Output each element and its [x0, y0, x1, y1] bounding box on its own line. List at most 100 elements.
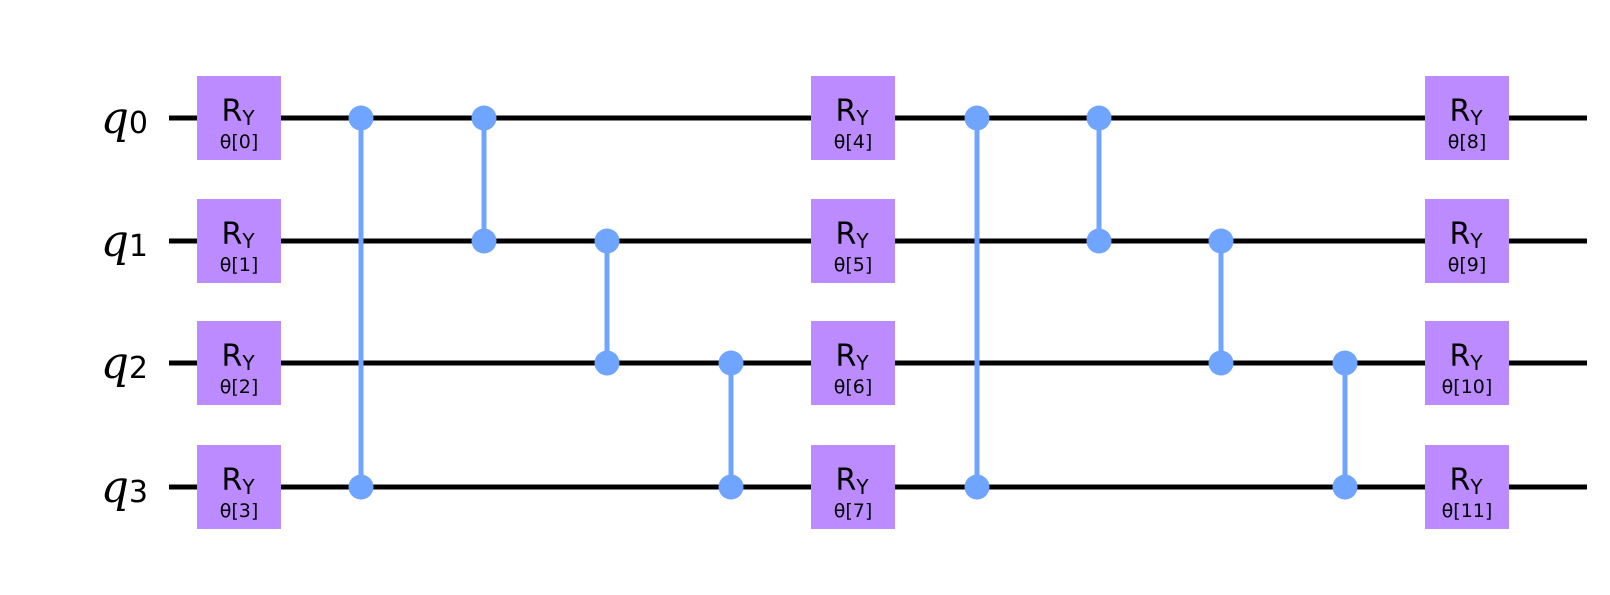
cz-control-dot	[1086, 105, 1112, 131]
cz-control-dot	[964, 474, 990, 500]
cz-control-dot	[1086, 228, 1112, 254]
gate-parameter: θ[3]	[220, 500, 259, 522]
gate-parameter: θ[0]	[220, 131, 259, 153]
qubit-wires	[169, 115, 1587, 490]
qubit-label-1: q1	[101, 216, 148, 267]
ry-gate-box	[811, 445, 895, 529]
gate-name: R	[221, 217, 242, 252]
ry-gate-box	[811, 199, 895, 283]
qubit-label-index: 3	[129, 475, 148, 510]
ry-gate-label: RY	[835, 339, 869, 375]
ry-gate-box	[1425, 76, 1509, 160]
ry-gate-label: RY	[1449, 339, 1483, 375]
cz-gate	[1208, 228, 1234, 376]
cz-gate	[964, 105, 990, 500]
ry-gate-box	[197, 321, 281, 405]
gate-name: R	[835, 339, 856, 374]
cz-control-dot	[471, 105, 497, 131]
gate-subscript: Y	[855, 106, 869, 130]
ry-gate: RYθ[1]	[197, 199, 281, 283]
controlled-z-gates	[348, 105, 1358, 500]
qubit-label-base: q	[101, 93, 129, 144]
ry-gate: RYθ[6]	[811, 321, 895, 405]
gate-parameter: θ[5]	[834, 254, 873, 276]
cz-control-dot	[348, 105, 374, 131]
cz-control-dot	[1208, 228, 1234, 254]
gate-parameter: θ[9]	[1448, 254, 1487, 276]
gate-name: R	[221, 94, 242, 129]
ry-gate: RYθ[5]	[811, 199, 895, 283]
gate-name: R	[835, 217, 856, 252]
ry-gate-box	[811, 321, 895, 405]
ry-gate: RYθ[11]	[1425, 445, 1509, 529]
cz-control-dot	[718, 474, 744, 500]
cz-control-dot	[718, 350, 744, 376]
qubit-label-base: q	[101, 462, 129, 513]
gate-subscript: Y	[241, 229, 255, 253]
ry-gate: RYθ[0]	[197, 76, 281, 160]
qubit-label-0: q0	[101, 93, 148, 144]
cz-control-dot	[471, 228, 497, 254]
ry-gate-label: RY	[1449, 94, 1483, 130]
ry-gate: RYθ[3]	[197, 445, 281, 529]
gate-subscript: Y	[1469, 475, 1483, 499]
ry-gate-label: RY	[835, 94, 869, 130]
ry-gate: RYθ[8]	[1425, 76, 1509, 160]
ry-gate-label: RY	[221, 94, 255, 130]
gate-name: R	[1449, 217, 1470, 252]
gate-parameter: θ[7]	[834, 500, 873, 522]
ry-gates: RYθ[0]RYθ[1]RYθ[2]RYθ[3]RYθ[4]RYθ[5]RYθ[…	[197, 76, 1509, 529]
ry-gate: RYθ[2]	[197, 321, 281, 405]
gate-name: R	[221, 339, 242, 374]
ry-gate: RYθ[9]	[1425, 199, 1509, 283]
ry-gate-box	[197, 76, 281, 160]
gate-name: R	[835, 463, 856, 498]
ry-gate: RYθ[7]	[811, 445, 895, 529]
qubit-label-base: q	[101, 338, 129, 389]
gate-name: R	[835, 94, 856, 129]
cz-control-dot	[1332, 474, 1358, 500]
gate-parameter: θ[11]	[1442, 500, 1493, 522]
cz-gate	[348, 105, 374, 500]
cz-control-dot	[1332, 350, 1358, 376]
qubit-label-2: q2	[101, 338, 148, 389]
gate-parameter: θ[10]	[1442, 376, 1493, 398]
ry-gate: RYθ[10]	[1425, 321, 1509, 405]
gate-name: R	[221, 463, 242, 498]
ry-gate-label: RY	[221, 463, 255, 499]
gate-subscript: Y	[1469, 351, 1483, 375]
cz-control-dot	[1208, 350, 1234, 376]
cz-control-dot	[348, 474, 374, 500]
ry-gate-box	[197, 199, 281, 283]
cz-control-dot	[594, 350, 620, 376]
gate-parameter: θ[2]	[220, 376, 259, 398]
gate-subscript: Y	[241, 475, 255, 499]
cz-gate	[1332, 350, 1358, 500]
cz-gate	[594, 228, 620, 376]
cz-gate	[1086, 105, 1112, 254]
gate-parameter: θ[1]	[220, 254, 259, 276]
cz-gate	[471, 105, 497, 254]
qubit-label-index: 1	[129, 229, 148, 264]
gate-parameter: θ[6]	[834, 376, 873, 398]
qubit-label-3: q3	[101, 462, 148, 513]
ry-gate-box	[197, 445, 281, 529]
gate-subscript: Y	[1469, 229, 1483, 253]
ry-gate: RYθ[4]	[811, 76, 895, 160]
ry-gate-label: RY	[1449, 217, 1483, 253]
cz-gate	[718, 350, 744, 500]
ry-gate-box	[1425, 321, 1509, 405]
gate-subscript: Y	[1469, 106, 1483, 130]
gate-subscript: Y	[241, 106, 255, 130]
ry-gate-label: RY	[221, 217, 255, 253]
qubit-label-index: 2	[129, 351, 148, 386]
gate-parameter: θ[4]	[834, 131, 873, 153]
gate-name: R	[1449, 94, 1470, 129]
ry-gate-box	[1425, 199, 1509, 283]
gate-subscript: Y	[855, 475, 869, 499]
ry-gate-box	[1425, 445, 1509, 529]
qubit-label-base: q	[101, 216, 129, 267]
ry-gate-label: RY	[1449, 463, 1483, 499]
